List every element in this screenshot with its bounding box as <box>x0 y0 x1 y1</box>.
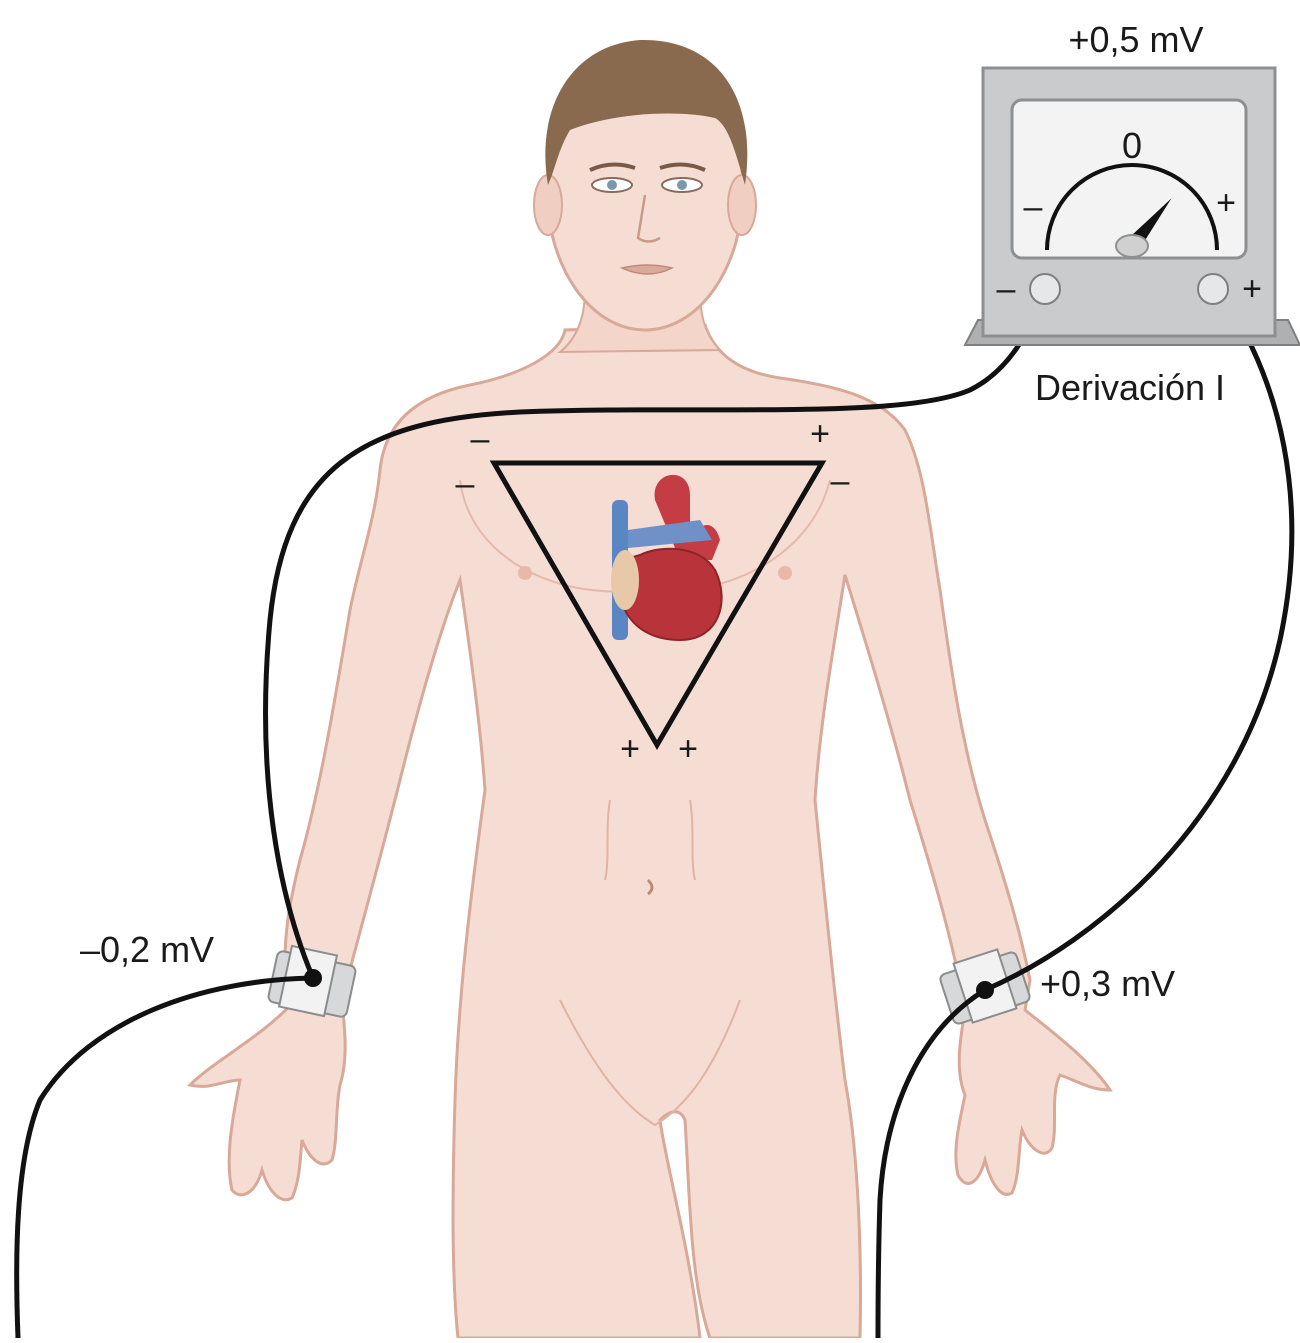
left-arm-voltage-label: +0,3 mV <box>1040 963 1175 1004</box>
right-nipple <box>778 566 792 580</box>
meter-terminal-plus-label: + <box>1242 270 1262 308</box>
right-iris <box>677 180 687 190</box>
meter-terminal-minus-label: – <box>997 270 1016 308</box>
right-atrium <box>611 550 639 610</box>
meter-needle-pivot <box>1116 235 1148 257</box>
lead-name-label: Derivación I <box>1035 367 1225 408</box>
meter-scale-zero: 0 <box>1122 125 1142 166</box>
right-ear <box>728 175 756 235</box>
galvanometer: 0 – + – + <box>965 68 1300 345</box>
human-figure <box>190 40 1110 1338</box>
triangle-sign-bottom-right: + <box>678 730 698 768</box>
triangle-sign-top-left-lower: – <box>456 465 475 503</box>
meter-terminal-plus <box>1198 274 1228 304</box>
triangle-sign-top-right-upper: + <box>810 415 830 453</box>
triangle-sign-top-right-lower: – <box>831 462 850 500</box>
meter-terminal-minus <box>1030 274 1060 304</box>
meter-reading-label: +0,5 mV <box>1068 19 1203 60</box>
meter-scale-plus: + <box>1216 184 1236 222</box>
right-arm-voltage-label: –0,2 mV <box>80 929 214 970</box>
triangle-sign-top-left-upper: – <box>471 420 490 458</box>
meter-scale-minus: – <box>1024 188 1043 226</box>
left-nipple <box>518 566 532 580</box>
left-iris <box>607 180 617 190</box>
triangle-sign-bottom-left: + <box>620 730 640 768</box>
